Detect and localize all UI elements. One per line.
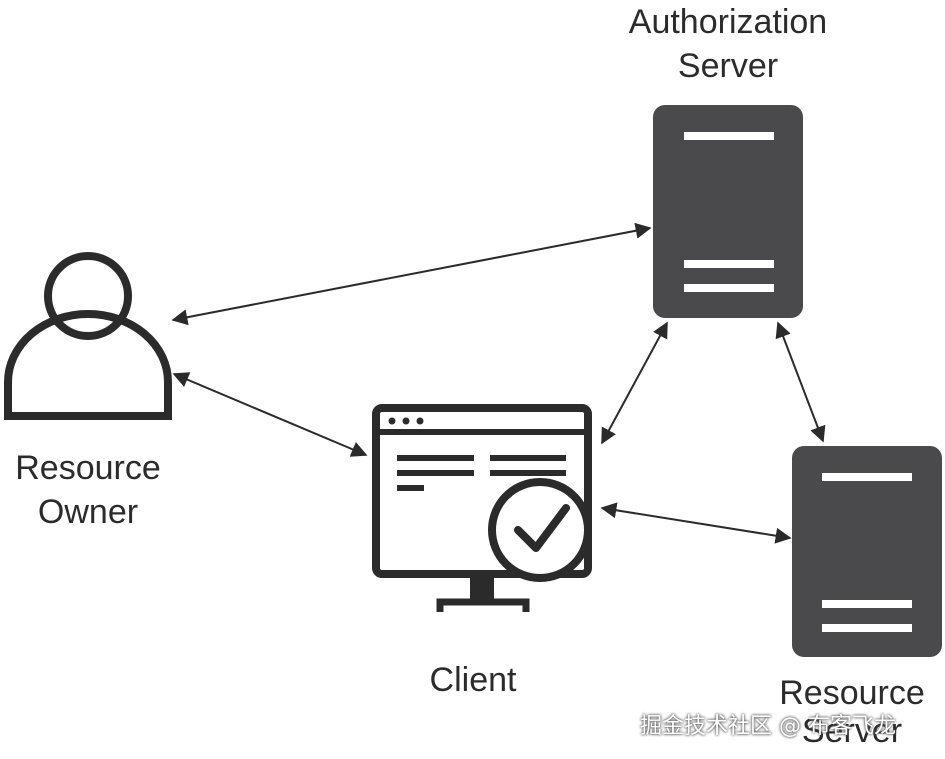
server-icon <box>653 105 803 318</box>
edge-authserver-resourceserver <box>775 321 826 443</box>
resource-owner-label-line2: Owner <box>37 493 139 531</box>
resource-owner-label-line1: Resource <box>15 449 161 487</box>
watermark: 掘金技术社区 @ 布客飞龙 <box>640 714 896 739</box>
edge-client-resourceserver <box>600 502 792 544</box>
edge-owner-client <box>172 372 368 457</box>
edge-client-authserver <box>601 321 668 445</box>
authorization-server-label: Authorization Server <box>598 0 858 88</box>
authorization-server-label-line1: Authorization <box>628 3 828 41</box>
resource-owner-label: Resource Owner <box>0 446 176 534</box>
authorization-server-label-line2: Server <box>677 47 779 85</box>
resource-server-label: Resource Server <box>762 674 942 750</box>
client-label: Client <box>429 661 517 699</box>
resource-server-label-line1: Resource <box>779 674 925 712</box>
server-icon <box>792 446 942 657</box>
edge-owner-authserver <box>171 222 652 326</box>
monitor-check-icon <box>372 404 592 612</box>
user-icon <box>4 252 172 420</box>
resource-server-label-line2: Server <box>801 712 903 750</box>
